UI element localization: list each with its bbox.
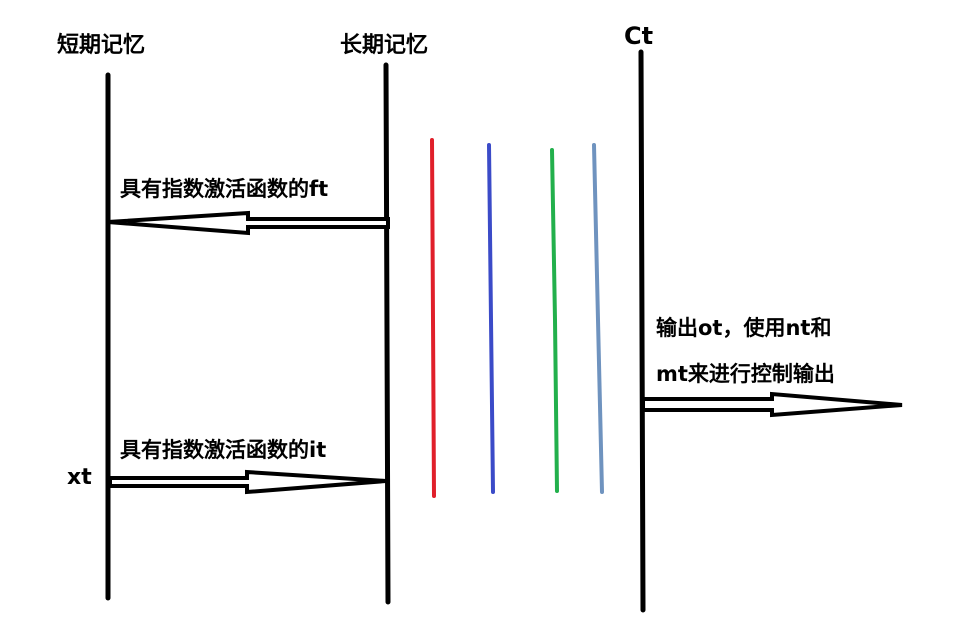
forget-gate-label: 具有指数激活函数的ft [120,177,329,201]
input-gate-label: 具有指数激活函数的it [120,438,327,462]
forget-gate-arrow [107,210,390,236]
short-term-memory-label: 短期记忆 [57,33,146,58]
input-gate-arrow [108,469,387,495]
blue-line [487,143,495,494]
green-line [550,148,559,493]
output-arrow [641,391,903,418]
long-term-memory-label: 长期记忆 [340,33,429,58]
cell-state-label: Ct [624,22,654,50]
steel-blue-line [592,143,604,494]
cell-state-line [638,49,646,613]
output-label-line2: mt来进行控制输出 [656,362,835,386]
long-term-memory-line [383,62,391,605]
input-label: xt [67,465,92,490]
red-line [430,138,436,498]
output-label-line1: 输出ot，使用nt和 [656,316,832,340]
